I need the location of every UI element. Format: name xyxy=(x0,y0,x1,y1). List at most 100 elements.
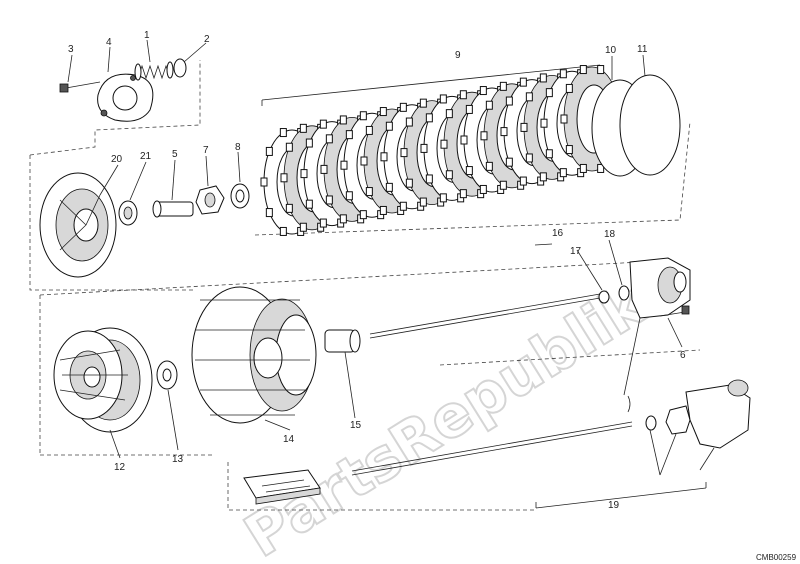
diagram-code: CMB00259 xyxy=(756,553,797,562)
callout-4: 4 xyxy=(106,37,112,48)
plate-tooth xyxy=(440,139,448,149)
plate-tooth xyxy=(285,142,293,152)
spring-part-1 xyxy=(134,61,174,81)
callout-8: 8 xyxy=(235,142,241,153)
plate-tooth xyxy=(285,203,293,213)
kit-bracket-19 xyxy=(535,482,707,509)
plate-tooth xyxy=(299,123,307,133)
plate-tooth xyxy=(420,143,428,153)
slave-cylinder-part-6 xyxy=(629,257,691,319)
callout-5: 5 xyxy=(172,149,178,160)
plate-tooth xyxy=(299,222,307,232)
plate-tooth xyxy=(519,77,527,87)
callout-6: 6 xyxy=(680,350,686,361)
callout-20: 20 xyxy=(111,154,123,165)
plate-tooth xyxy=(319,218,327,228)
callout-7: 7 xyxy=(203,145,209,156)
plate-tooth xyxy=(279,128,287,138)
nut-part-7 xyxy=(195,185,225,215)
plate-tooth xyxy=(340,160,348,170)
plate-tooth xyxy=(439,193,447,203)
callout-labels: 3 4 1 2 9 10 11 20 21 5 7 8 16 17 18 6 1… xyxy=(68,30,686,511)
washer-part-8 xyxy=(230,183,250,209)
plate-tooth xyxy=(265,146,273,156)
plate-tooth xyxy=(579,163,587,173)
plate-tooth xyxy=(525,92,533,102)
plate-tooth xyxy=(460,135,468,145)
plate-tooth xyxy=(559,168,567,178)
plate-tooth xyxy=(399,102,407,112)
plate-tooth xyxy=(500,127,508,137)
plate-tooth xyxy=(385,182,393,192)
plate-tooth xyxy=(479,86,487,96)
plate-tooth xyxy=(480,131,488,141)
plate-tooth xyxy=(365,187,373,197)
plate-tooth xyxy=(540,118,548,128)
plate-tooth xyxy=(399,201,407,211)
plate-tooth xyxy=(419,98,427,108)
bearing-part-21 xyxy=(118,200,138,226)
clutch-basket-part-14 xyxy=(191,286,317,424)
plate-tooth xyxy=(539,73,547,83)
callout-2: 2 xyxy=(204,34,210,45)
callout-16: 16 xyxy=(552,228,564,239)
plate-tooth xyxy=(400,148,408,158)
leader-lines xyxy=(67,39,715,476)
plate-tooth xyxy=(505,96,513,106)
plate-tooth xyxy=(545,88,553,98)
plate-tooth xyxy=(339,214,347,224)
plate-tooth xyxy=(499,180,507,190)
plate-tooth xyxy=(379,205,387,215)
plate-tooth xyxy=(565,145,573,155)
plate-tooth xyxy=(485,100,493,110)
plate-tooth xyxy=(345,191,353,201)
callout-21: 21 xyxy=(140,151,152,162)
callout-12: 12 xyxy=(114,462,126,473)
plate-tooth xyxy=(560,114,568,124)
callout-3: 3 xyxy=(68,44,74,55)
plate-tooth xyxy=(425,113,433,123)
plate-tooth xyxy=(545,149,553,159)
plate-tooth xyxy=(499,81,507,91)
callout-19: 19 xyxy=(608,500,620,511)
callout-14: 14 xyxy=(283,434,295,445)
pushrod-part-5 xyxy=(152,200,194,218)
plate-tooth xyxy=(419,197,427,207)
plate-tooth xyxy=(359,111,367,121)
seal-part-17 xyxy=(598,290,610,304)
plate-tooth xyxy=(479,184,487,194)
grease-packet xyxy=(243,469,321,505)
plate-tooth xyxy=(325,195,333,205)
plate-tooth xyxy=(305,138,313,148)
plate-tooth xyxy=(597,65,605,75)
washer-part-13 xyxy=(156,360,178,390)
spring-cap-part-4 xyxy=(97,73,154,122)
plate-tooth xyxy=(597,163,605,173)
plate-tooth xyxy=(360,156,368,166)
callout-18: 18 xyxy=(604,229,616,240)
bushing-part-15 xyxy=(324,329,361,353)
ring-part-11 xyxy=(619,74,681,176)
plate-tooth xyxy=(425,174,433,184)
plate-tooth xyxy=(359,210,367,220)
plate-tooth xyxy=(345,130,353,140)
plate-tooth xyxy=(539,172,547,182)
o-ring-part-18 xyxy=(618,285,630,301)
plate-tooth xyxy=(280,173,288,183)
plate-tooth xyxy=(265,208,273,218)
plate-tooth xyxy=(465,166,473,176)
callout-9: 9 xyxy=(455,50,461,61)
push-rod-part-16 xyxy=(369,293,601,339)
plate-tooth xyxy=(300,169,308,179)
plate-tooth xyxy=(379,107,387,117)
plate-tooth xyxy=(445,109,453,119)
plate-tooth xyxy=(465,104,473,114)
plate-tooth xyxy=(385,121,393,131)
plate-tooth xyxy=(325,134,333,144)
plate-tooth xyxy=(520,122,528,132)
plate-tooth xyxy=(439,94,447,104)
push-rod-kit-part-19 xyxy=(351,379,751,476)
plate-tooth xyxy=(559,69,567,79)
callout-11: 11 xyxy=(637,44,648,55)
